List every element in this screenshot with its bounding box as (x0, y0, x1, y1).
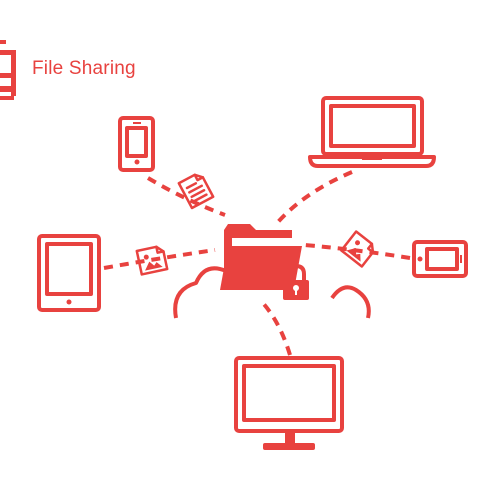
connector-landscape-phone (304, 243, 411, 260)
image-file-icon (135, 245, 169, 276)
connector-monitor (260, 300, 292, 356)
folder-icon (220, 224, 302, 290)
laptop-icon (308, 96, 436, 168)
document-icon (177, 173, 215, 210)
landscape-phone-icon (412, 240, 468, 278)
connector-laptop (276, 170, 353, 224)
page-title: File Sharing (32, 58, 136, 79)
cloud-icon (173, 266, 371, 319)
tablet-icon (37, 234, 101, 312)
connector-smartphone (146, 176, 226, 217)
connector-tablet (103, 248, 216, 270)
logo-icon (0, 40, 16, 100)
connector-lines (103, 170, 411, 356)
desktop-monitor-icon (234, 356, 344, 450)
padlock-icon (283, 263, 309, 300)
smartphone-icon (118, 116, 155, 172)
image-file-icon-right (340, 230, 375, 268)
